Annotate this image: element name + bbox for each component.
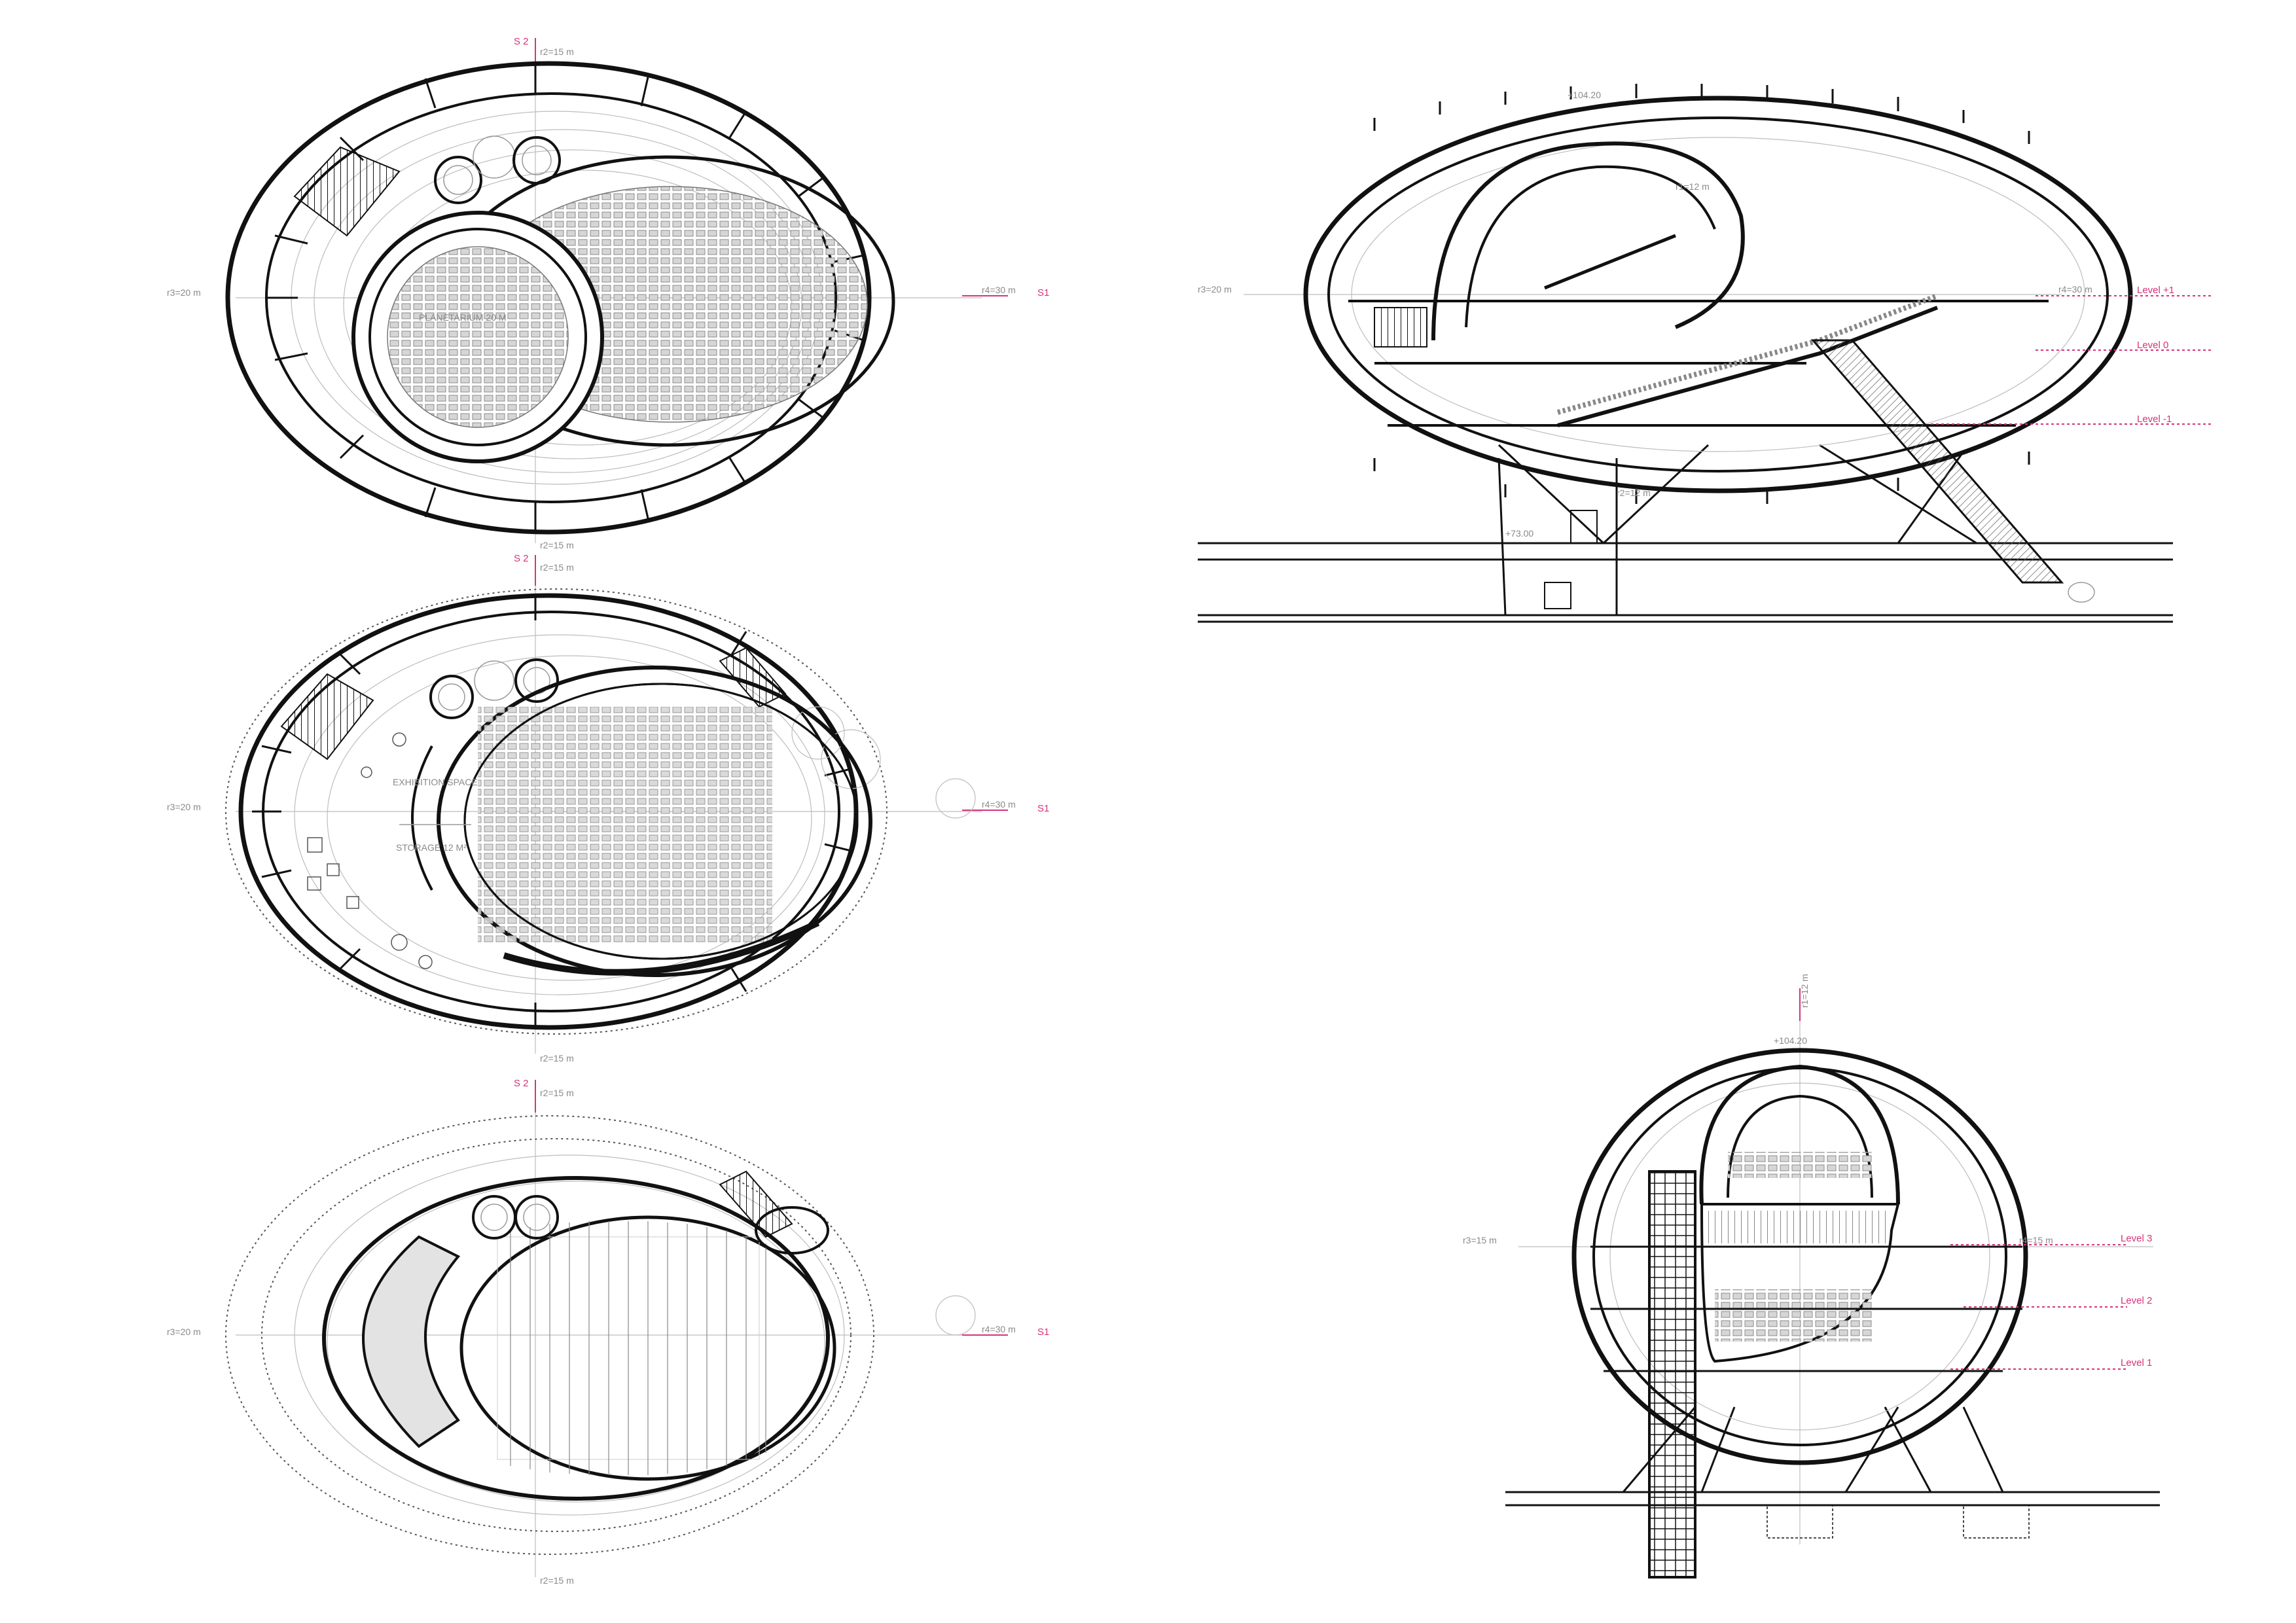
floor-plan-lower: S 2 r2=15 m r3=20 m r4=30 m S1 r2=15 m [167,1078,1049,1586]
radius-label-left: r3=15 m [1463,1235,1497,1245]
radius-label-right: r4=15 m [2019,1235,2053,1245]
elevation-top: +104.20 [1774,1035,1807,1046]
section-marker-s1: S1 [1037,287,1049,298]
longitudinal-section: Level +1 Level 0 Level -1 +104.20 +73.00… [1198,84,2212,623]
radius-label-right: r4=30 m [982,285,1016,295]
radius-label-bottom: r2=15 m [540,540,574,550]
elevation-top: +104.20 [1568,90,1601,100]
radius-label-inner: r1=12 m [1676,181,1710,192]
radius-label-right: r4=30 m [982,799,1016,810]
cross-section: Level 3 Level 2 Level 1 +104.20 r3=15 m … [1463,974,2160,1578]
radius-label-bottom: r2=12 m [1617,488,1651,498]
radius-label-left: r3=20 m [167,287,201,298]
radius-label-left: r3=20 m [1198,284,1232,294]
floor-plan-middle: EXHIBITION SPACE STORAGE 12 M² S 2 r2=15… [167,553,1049,1063]
radius-label-right: r4=30 m [982,1324,1016,1334]
level-label: Level +1 [2137,285,2174,296]
floor-plan-upper: PLANETARIUM 20 M S 2 r2=15 m r3=20 m r4=… [167,36,1049,550]
section-marker-s2: S 2 [514,553,529,564]
level-label: Level 0 [2137,340,2168,351]
radius-label-left: r3=20 m [167,1327,201,1337]
level-label: Level 2 [2121,1295,2152,1306]
radius-label-top: r1=12 m [1799,974,1810,1008]
radius-label-bottom: r2=15 m [540,1575,574,1586]
radius-label-top: r2=15 m [540,1088,574,1098]
level-label: Level -1 [2137,414,2172,425]
section-marker-s1: S1 [1037,1327,1049,1338]
section-marker-s1: S1 [1037,803,1049,814]
exhibition-label: EXHIBITION SPACE [393,777,478,787]
radius-label-top: r2=15 m [540,46,574,57]
level-label: Level 3 [2121,1233,2152,1244]
planetarium-label: PLANETARIUM 20 M [419,312,507,323]
elevation-ground: +73.00 [1505,528,1534,539]
level-label: Level 1 [2121,1357,2152,1368]
section-marker-s2: S 2 [514,1078,529,1089]
radius-label-bottom: r2=15 m [540,1053,574,1063]
radius-label-top: r2=15 m [540,562,574,573]
section-marker-s2: S 2 [514,36,529,47]
radius-label-right: r4=30 m [2058,284,2092,294]
radius-label-left: r3=20 m [167,802,201,812]
storage-label: STORAGE 12 M² [396,842,467,853]
